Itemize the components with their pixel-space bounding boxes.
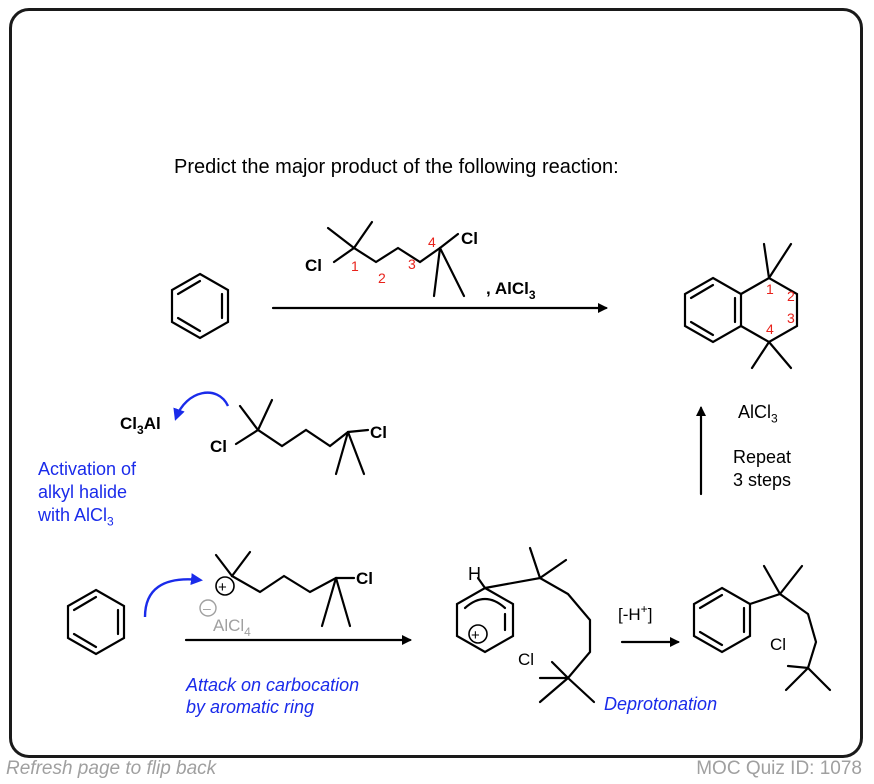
- reagent-pos-4: 4: [428, 234, 436, 250]
- refresh-hint[interactable]: Refresh page to flip back: [6, 758, 217, 779]
- rearomatized-intermediate: [692, 564, 832, 692]
- reagent-pos-2: 2: [378, 270, 386, 286]
- activation-curved-arrow: [173, 391, 230, 421]
- repeat-note: Repeat 3 steps: [733, 447, 792, 490]
- product-pos-3: 3: [787, 310, 795, 326]
- attack-note: Attack on carbocation by aromatic ring: [186, 675, 360, 717]
- product-pos-2: 2: [787, 288, 795, 304]
- reagent-cl-left: Cl: [305, 256, 322, 275]
- deprotonation-note: Deprotonation: [604, 694, 718, 714]
- carbocation-cl: Cl: [356, 569, 373, 588]
- reagent-alcl3: , AlCl3: [486, 279, 536, 302]
- deprotonation-label: [-H+]: [618, 602, 652, 624]
- arenium-plus-circle: [468, 624, 488, 644]
- reagent-cl-right: Cl: [461, 229, 478, 248]
- arenium-intermediate: [455, 546, 596, 704]
- dichloride-reagent: [326, 220, 466, 298]
- arenium-cl: Cl: [518, 650, 534, 669]
- arenium-plus: +: [471, 627, 480, 644]
- product-pos-1: 1: [766, 281, 774, 297]
- question-text: Predict the major product of the followi…: [174, 156, 619, 178]
- repeat-reagent: AlCl3: [738, 402, 778, 426]
- attack-curved-arrow: [143, 573, 203, 618]
- reagent-pos-1: 1: [351, 258, 359, 274]
- product-pos-4: 4: [766, 321, 774, 337]
- reagent-pos-3: 3: [408, 256, 416, 272]
- alcl4-label: AlCl4: [213, 616, 251, 639]
- carbocation-plus: +: [218, 579, 227, 596]
- benzene-bottom: [66, 588, 126, 656]
- activation-note: Activation of alkyl halide with AlCl3: [38, 459, 137, 529]
- cl3al-label: Cl3Al: [120, 414, 161, 437]
- rearomatized-cl: Cl: [770, 635, 786, 654]
- tetrachloroaluminate-minus: [199, 599, 217, 617]
- alkyl-chloride-activated: [234, 398, 370, 476]
- activated-cl-left: Cl: [210, 437, 227, 456]
- svg-text:–: –: [203, 600, 211, 616]
- quiz-id: MOC Quiz ID: 1078: [696, 758, 862, 779]
- product-tetralin: [683, 242, 799, 370]
- benzene-start: [170, 272, 230, 340]
- arenium-h: H: [468, 564, 481, 584]
- quiz-card: [9, 8, 863, 758]
- carbocation: [214, 550, 356, 628]
- activated-cl-right: Cl: [370, 423, 387, 442]
